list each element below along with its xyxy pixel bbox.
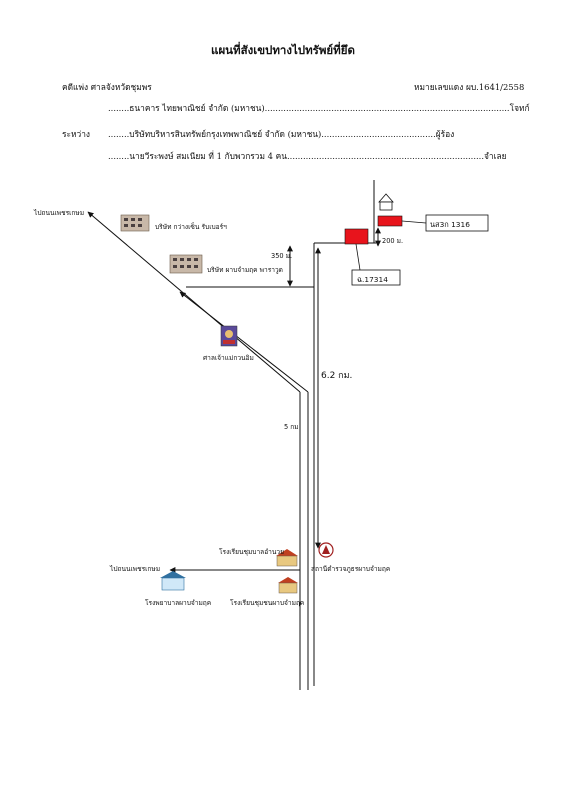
diagonal-road [87,211,309,393]
school-icon [276,549,298,567]
label-police: สถานีตำรวจภูธรผาบจำมฤค [311,565,391,573]
label-dist-5km: 5 กม [284,423,299,431]
callout-17314 [351,243,401,286]
claimant-line: ........บริษัทบริหารสินทรัพย์กรุงเทพพาณิ… [108,129,455,139]
label-to-phetkasem-bottom: ไปถนนเพชรเกษม [110,565,161,573]
case-court: คดีแพ่ง ศาลจังหวัดชุมพร [62,82,152,92]
hospital-icon [160,571,186,591]
label-deed-1316: นส3ก 1316 [430,220,470,229]
defendant-line: ........นายวีระพงษ์ สมเนียม ที่ 1 กับพวก… [108,151,507,161]
label-dist-6-2km: 6.2 กม. [321,371,353,381]
label-school-top: โรงเรียนชุมบาลอำนวย [219,548,284,556]
parcel-1316 [377,215,403,227]
label-company-2: บริษัท ผาบจำมฤค พาราวูด [207,266,283,274]
house-icon [378,193,394,211]
label-to-phetkasem-top: ไปถนนเพชรเกษม [34,209,85,217]
label-company-1: บริษัท กว่างเซ็น รับเบอร์ฯ [155,223,227,231]
label-dist-350: 350 ม. [271,252,293,260]
callout-1316 [401,214,489,232]
factory-icon [169,254,203,274]
school-icon [278,577,298,594]
label-dist-200: 200 ม. [382,237,404,245]
label-school-bottom: โรงเรียนชุมชนผาบจำมฤค [230,599,305,607]
document-title: แผนที่สังเขปทางไปทรัพย์ที่ยึด [211,43,355,57]
label-deed-17314: ฉ.17314 [357,275,388,284]
between-label: ระหว่าง [62,129,91,139]
label-shrine: ศาลเจ้าแม่กวนอิม [203,354,254,362]
parcel-17314 [344,228,369,245]
police-icon [318,542,334,558]
label-hospital: โรงพยาบาลผาบจำมฤค [145,599,212,607]
case-number: หมายเลขแดง ผบ.1641/2558 [414,82,525,92]
shrine-icon [220,325,238,347]
south-road [299,243,315,690]
plaintiff-line: ........ธนาคาร ไทยพาณิชย์ จำกัด (มหาชน).… [108,103,530,113]
factory-icon [120,214,150,232]
